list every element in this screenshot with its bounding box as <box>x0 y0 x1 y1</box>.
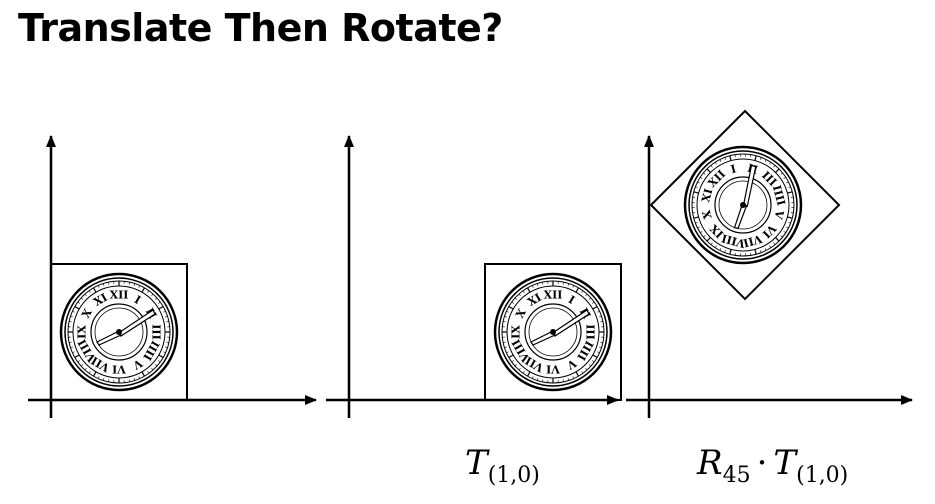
square-frame <box>50 263 188 401</box>
panel-translated-rotated: R45·T(1,0) <box>626 109 913 488</box>
panel-original <box>28 135 317 418</box>
slide-title: Translate Then Rotate? <box>18 6 503 50</box>
square-frame <box>484 263 622 401</box>
clock-image <box>493 272 613 392</box>
transform-label: T(1,0) <box>465 443 540 488</box>
transform-label: R45·T(1,0) <box>696 443 848 488</box>
panel-translated: T(1,0) <box>326 135 622 488</box>
diamond-frame <box>649 109 841 301</box>
clock-image <box>659 121 827 289</box>
clock-image <box>59 272 179 392</box>
